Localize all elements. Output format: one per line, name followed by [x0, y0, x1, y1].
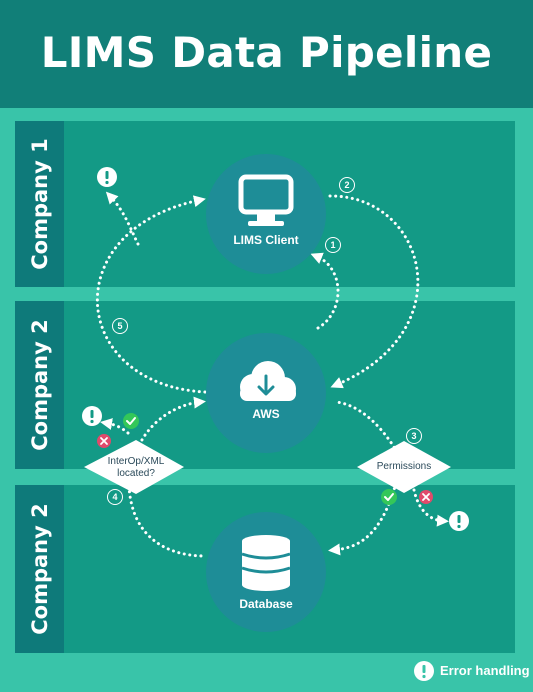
check-icon	[123, 413, 139, 429]
step-number-3: 3	[406, 428, 422, 444]
legend-error-handling: Error handling	[440, 663, 530, 678]
step-number-5: 5	[112, 318, 128, 334]
interop-decision-diamond	[84, 440, 184, 494]
aws-label: AWS	[252, 407, 280, 421]
interop-decision-line-1: InterOp/XML	[107, 456, 165, 467]
error-icon	[82, 406, 102, 426]
header: LIMS Data Pipeline	[0, 0, 533, 108]
flow-arrow-step-3	[334, 400, 402, 459]
monitor-icon	[238, 174, 294, 226]
permissions-decision-label: Permissions	[376, 461, 432, 472]
aws-node	[206, 333, 326, 453]
flow-arrow-step-1	[310, 252, 340, 330]
flow-arrow-step-5	[95, 195, 207, 394]
database-icon	[241, 535, 291, 591]
lims-client-label: LIMS Client	[233, 233, 299, 247]
flow-arrow-step-4	[127, 484, 207, 558]
flow-arrow-step-2	[328, 194, 420, 389]
cloud-download-icon	[240, 361, 296, 401]
lims-client-node	[206, 154, 326, 274]
legend-error-icon	[414, 661, 434, 681]
interop-decision-line-2: located?	[117, 468, 155, 479]
lane-label-company-2-aws: Company 2	[15, 301, 64, 469]
database-label: Database	[239, 597, 293, 611]
error-icon	[97, 167, 117, 187]
error-branch-permissions	[412, 488, 449, 527]
error-icon	[449, 511, 469, 531]
error-branch-lims	[105, 191, 140, 246]
flow-arrow-interop-to-aws	[135, 396, 206, 452]
step-number-1: 1	[325, 237, 341, 253]
x-icon	[97, 434, 111, 448]
x-icon	[419, 490, 433, 504]
check-icon	[381, 489, 397, 505]
step-number-4: 4	[107, 489, 123, 505]
lane-label-company-1: Company 1	[15, 121, 64, 287]
lane-label-company-2-database: Company 2	[15, 485, 64, 653]
permissions-decision-diamond	[357, 441, 451, 493]
database-node	[206, 512, 326, 632]
step-number-2: 2	[339, 177, 355, 193]
page-title: LIMS Data Pipeline	[40, 28, 493, 77]
error-branch-interop	[100, 418, 130, 435]
